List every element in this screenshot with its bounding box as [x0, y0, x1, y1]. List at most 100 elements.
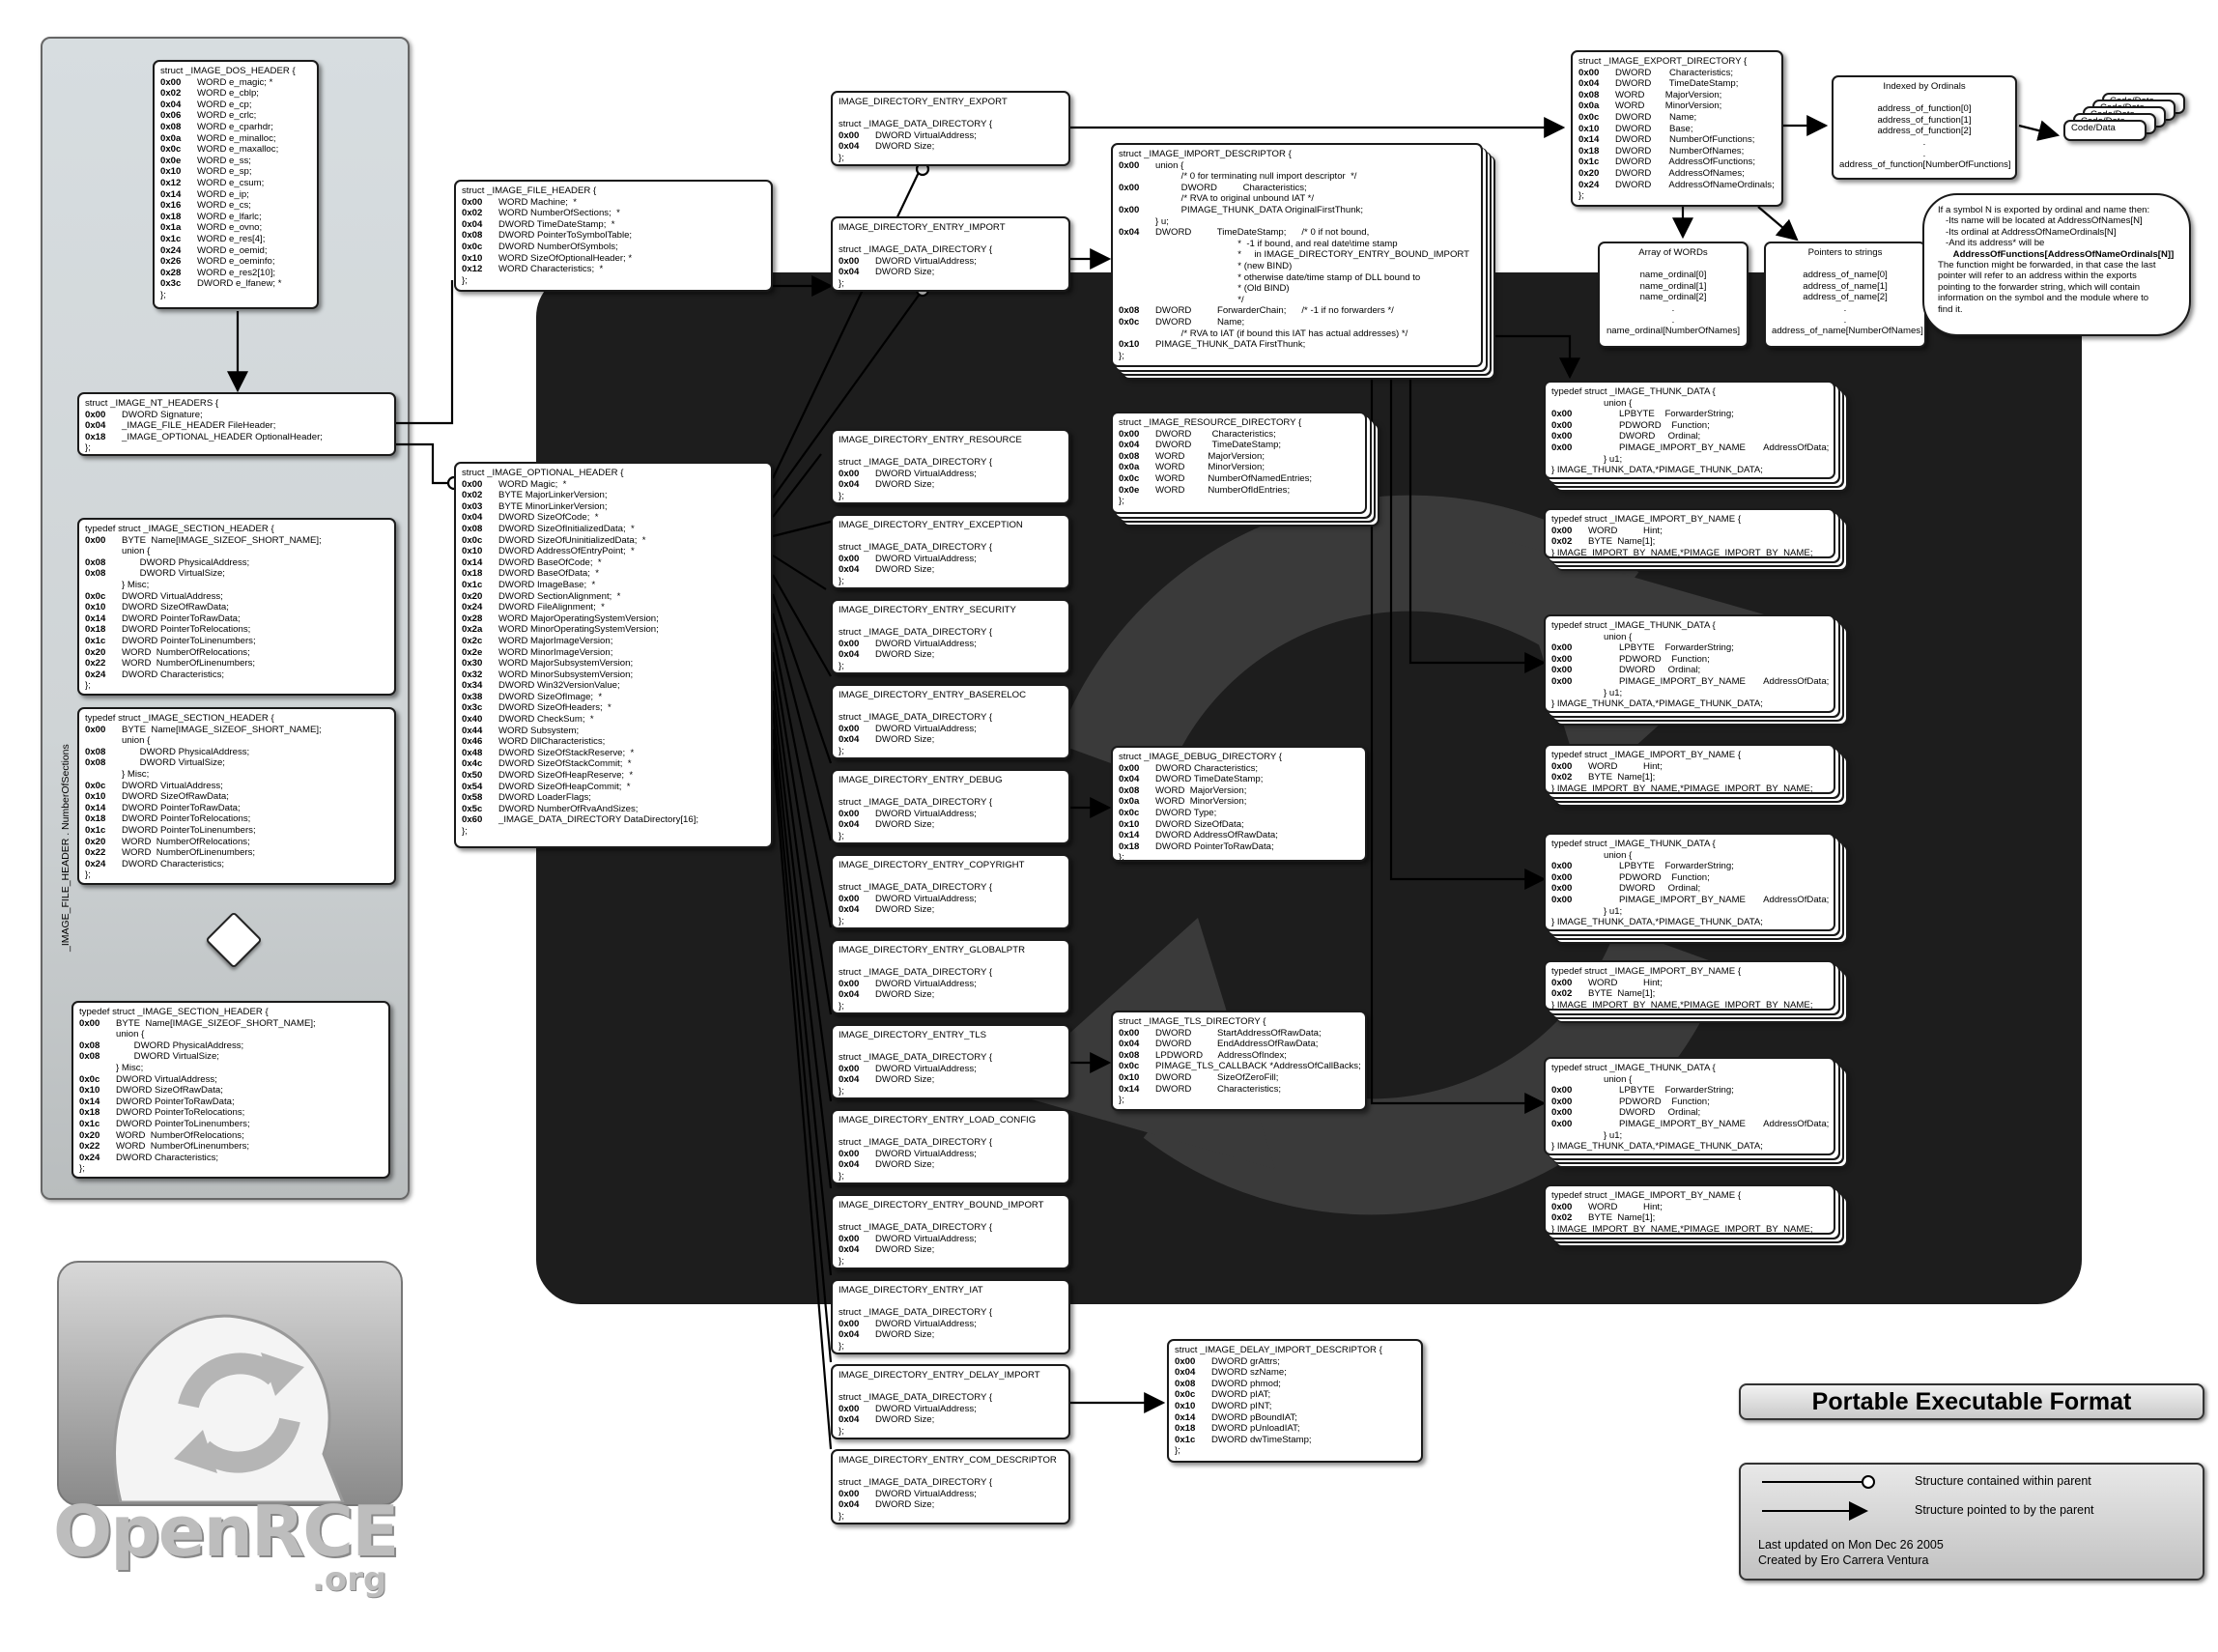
- field-decl: DWORD AddressOfEntryPoint; *: [498, 546, 635, 557]
- field-decl: WORD e_cs;: [197, 200, 251, 212]
- struct-title: struct _IMAGE_DEBUG_DIRECTORY {: [1119, 752, 1283, 762]
- field-decl: WORD e_oemid;: [197, 244, 268, 256]
- field-offset: 0x0a: [1119, 462, 1140, 473]
- field-offset: 0x00: [1551, 1096, 1573, 1107]
- struct-title: typedef struct _IMAGE_IMPORT_BY_NAME {: [1551, 514, 1742, 525]
- field-offset: 0x08: [1175, 1378, 1196, 1389]
- field-offset: 0x00: [1551, 861, 1573, 872]
- struct-field: } u1;: [1551, 454, 1828, 466]
- field-decl: DWORD Size;: [875, 989, 935, 1001]
- directory-entry-box: IMAGE_DIRECTORY_ENTRY_RESOURCE struct _I…: [831, 429, 1070, 504]
- field-offset: 0x30: [462, 658, 483, 669]
- struct-end: };: [839, 1510, 844, 1522]
- field-decl: DWORD NumberOfRvaAndSizes;: [498, 803, 639, 814]
- field-decl: DWORD TimeDateStamp;: [1155, 440, 1282, 451]
- field-offset: 0x26: [160, 256, 182, 268]
- struct-end: };: [85, 442, 91, 454]
- ordinals-array-box: Indexed by Ordinals address_of_function[…: [1832, 75, 2017, 180]
- field-offset: 0x10: [1175, 1400, 1196, 1411]
- field-decl: DWORD SizeOfRawData;: [122, 791, 229, 803]
- field-decl: } Misc;: [116, 1062, 144, 1073]
- struct-field: 0x04_IMAGE_FILE_HEADER FileHeader;: [85, 420, 388, 432]
- field-decl: DWORD VirtualSize;: [122, 757, 225, 769]
- directory-entry-name: IMAGE_DIRECTORY_ENTRY_EXCEPTION: [839, 520, 1023, 530]
- field-offset: 0x58: [462, 792, 483, 804]
- field-offset: 0x04: [160, 99, 182, 110]
- struct-field: 0x00 DWORD Ordinal;: [1551, 1107, 1828, 1119]
- field-decl: DWORD VirtualSize;: [116, 1051, 219, 1063]
- field-offset: 0x00: [839, 1318, 860, 1329]
- field-decl: WORD e_oeminfo;: [197, 256, 275, 268]
- field-offset: 0x04: [462, 512, 483, 524]
- field-offset: 0x08: [1119, 305, 1140, 317]
- field-decl: DWORD SizeOfStackCommit; *: [498, 758, 632, 770]
- struct-field: } Misc;: [79, 1063, 383, 1074]
- field-decl: DWORD pUnloadIAT;: [1211, 1423, 1300, 1435]
- directory-entry-box: IMAGE_DIRECTORY_ENTRY_DEBUG struct _IMAG…: [831, 769, 1070, 844]
- field-decl: BYTE Name[1];: [1588, 772, 1656, 783]
- note-line: pointer will refer to an address within …: [1938, 271, 2137, 282]
- author-text: Created by Ero Carrera Ventura: [1758, 1553, 1929, 1567]
- spacer: [839, 1126, 1063, 1138]
- field-decl: WORD MajorVersion;: [1155, 450, 1265, 462]
- field-offset: 0x02: [160, 88, 182, 100]
- field-decl: WORD NumberOfIdEntries;: [1155, 484, 1291, 496]
- field-decl: DWORD pIAT;: [1211, 1389, 1271, 1401]
- struct-end: };: [1119, 1095, 1124, 1106]
- field-offset: 0x00: [839, 893, 860, 904]
- legend: Structure contained within parent Struct…: [1739, 1463, 2204, 1581]
- field-offset: 0x00: [1175, 1355, 1196, 1367]
- struct-end: } IMAGE_IMPORT_BY_NAME,*PIMAGE_IMPORT_BY…: [1551, 999, 1813, 1011]
- field-decl: DWORD ImageBase; *: [498, 579, 596, 590]
- struct-end: };: [85, 680, 91, 692]
- field-decl: DWORD TimeDateStamp; *: [498, 218, 615, 230]
- field-decl: WORD MajorVersion;: [1615, 89, 1722, 100]
- field-offset: 0x00: [1551, 1107, 1573, 1119]
- field-decl: DWORD SizeOfInitializedData; *: [498, 523, 635, 534]
- struct-field: 0x00 PIMAGE_IMPORT_BY_NAME AddressOfData…: [1551, 1119, 1829, 1130]
- field-decl: WORD DllCharacteristics;: [498, 736, 606, 748]
- field-offset: 0x08: [462, 230, 483, 242]
- field-offset: 0x00: [1551, 665, 1573, 676]
- field-decl: * (Old BIND): [1155, 283, 1290, 295]
- field-offset: 0x00: [1551, 441, 1573, 453]
- field-decl: DWORD VirtualAddress;: [875, 1148, 977, 1159]
- struct-title: typedef struct _IMAGE_SECTION_HEADER {: [85, 713, 274, 724]
- field-offset: 0x04: [839, 649, 860, 661]
- field-decl: DWORD Ordinal;: [1588, 665, 1701, 676]
- field-decl: DWORD PhysicalAddress;: [122, 746, 250, 757]
- field-decl: DWORD Size;: [875, 1499, 935, 1511]
- note-line: find it.: [1938, 303, 1963, 315]
- struct-end: };: [839, 660, 844, 671]
- field-offset: 0x34: [462, 680, 483, 692]
- field-offset: 0x3c: [160, 278, 182, 290]
- field-offset: 0x00: [839, 1403, 860, 1414]
- array-entry: name_ordinal[NumberOfNames]: [1606, 326, 1741, 337]
- field-decl: DWORD Characteristics;: [1155, 428, 1276, 440]
- struct-field: /* 0 for terminating null import descrip…: [1119, 171, 1475, 183]
- field-decl: union {: [1588, 631, 1633, 642]
- field-decl: union {: [1588, 1073, 1633, 1085]
- field-decl: PDWORD Function;: [1588, 871, 1710, 883]
- struct-title: struct _IMAGE_TLS_DIRECTORY {: [1119, 1016, 1266, 1027]
